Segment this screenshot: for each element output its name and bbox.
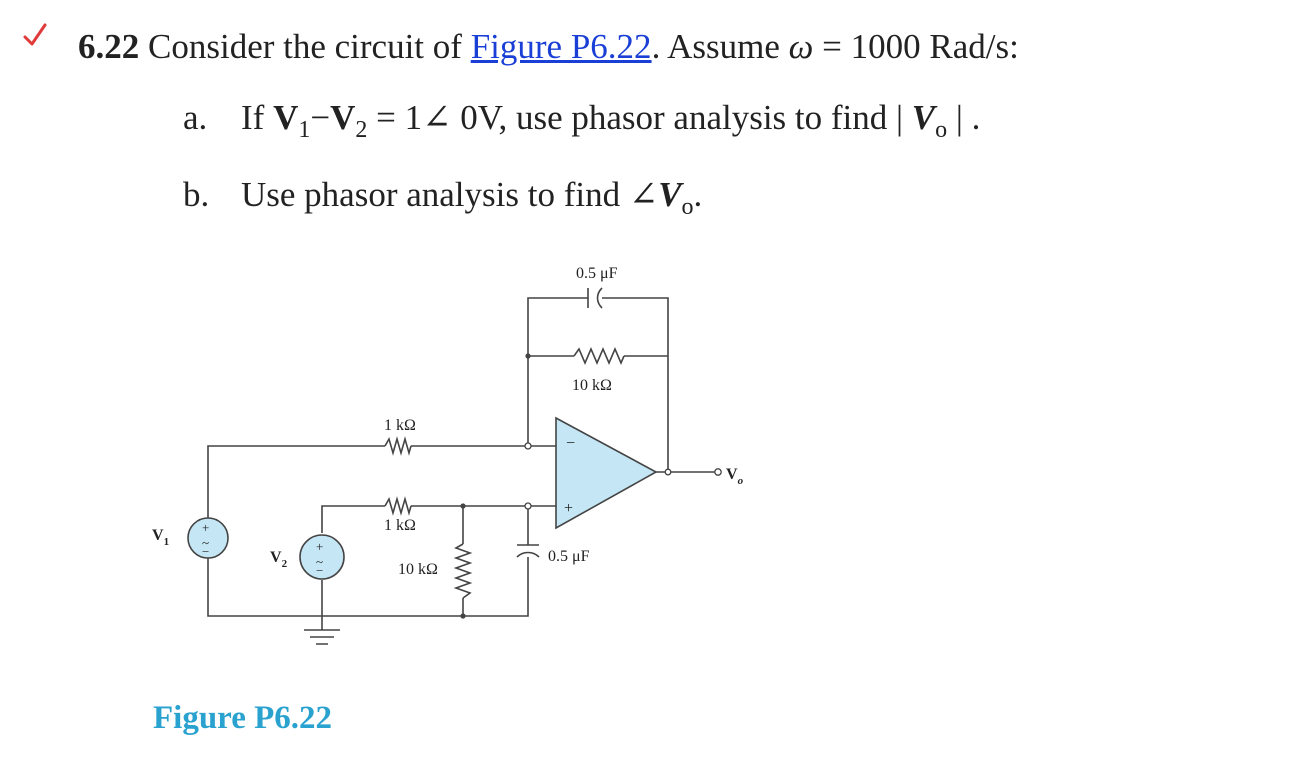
assume-text: . Assume [651,27,789,66]
cap-feedback [587,287,603,309]
v2-label: V2 [270,549,288,570]
r-shunt-label: 10 kΩ [398,561,438,578]
part-b-letter: b. [183,175,210,214]
part-a-v1: V [273,98,299,137]
part-b: b. Use phasor analysis to find ∠Vo. [183,175,703,219]
opamp-plus-label: + [564,500,573,517]
figure-caption: Figure P6.22 [153,700,333,736]
r-in-bottom-label: 1 kΩ [384,517,416,534]
part-a-equation: = 1∠ 0V, use phasor analysis to find | [367,98,912,137]
problem-statement: 6.22 Consider the circuit of Figure P6.2… [78,29,1019,64]
cap-bottom-label: 0.5 μF [548,548,590,565]
checkmark-icon [23,23,47,46]
omega-value: = 1000 Rad/s: [813,27,1019,66]
problem-number: 6.22 [78,27,140,66]
part-a-vo-sub: o [935,117,948,143]
v2-source: + ~ − [299,534,345,580]
r-in-top-label: 1 kΩ [384,417,416,434]
svg-text:−: − [316,563,323,578]
part-b-text: Use phasor analysis to find ∠ [241,175,659,214]
opamp-minus-label: − [566,435,575,452]
problem-intro: Consider the circuit of [139,27,471,66]
part-b-vo: V [658,175,682,214]
circuit-diagram: − + + ~ − + ~ − 0.5 μF 10 kΩ 1 kΩ 1 kΩ 1… [152,265,744,645]
r-input-bottom [384,496,412,516]
part-a-if: If [241,98,274,137]
svg-text:~: ~ [316,554,323,569]
svg-text:−: − [202,544,209,559]
v1-label: V1 [152,527,169,548]
part-a-end: | . [947,98,981,137]
part-a: a.If V1−V2 = 1∠ 0V, use phasor analysis … [183,98,981,142]
opamp [555,416,658,530]
part-a-vo: V [911,98,936,137]
cap-shunt [516,544,540,558]
r-shunt [453,543,473,599]
part-a-letter: a. [183,98,208,137]
omega-symbol: ω [788,27,814,66]
part-a-minus: − [310,98,331,137]
cap-top-label: 0.5 μF [576,265,618,282]
v1-source: + ~ − [187,517,229,559]
r-feedback-label: 10 kΩ [572,377,612,394]
svg-text:+: + [316,539,323,554]
svg-text:+: + [202,520,209,535]
part-b-end: . [693,175,703,214]
r-feedback [573,346,625,366]
vo-label: Vo [726,466,744,487]
part-b-vo-sub: o [681,194,694,220]
part-a-v2-sub: 2 [355,117,368,143]
figure-link[interactable]: Figure P6.22 [470,27,652,66]
svg-text:~: ~ [202,535,209,550]
part-a-v1-sub: 1 [298,117,311,143]
part-a-v2: V [330,98,356,137]
r-input-top [384,436,412,456]
